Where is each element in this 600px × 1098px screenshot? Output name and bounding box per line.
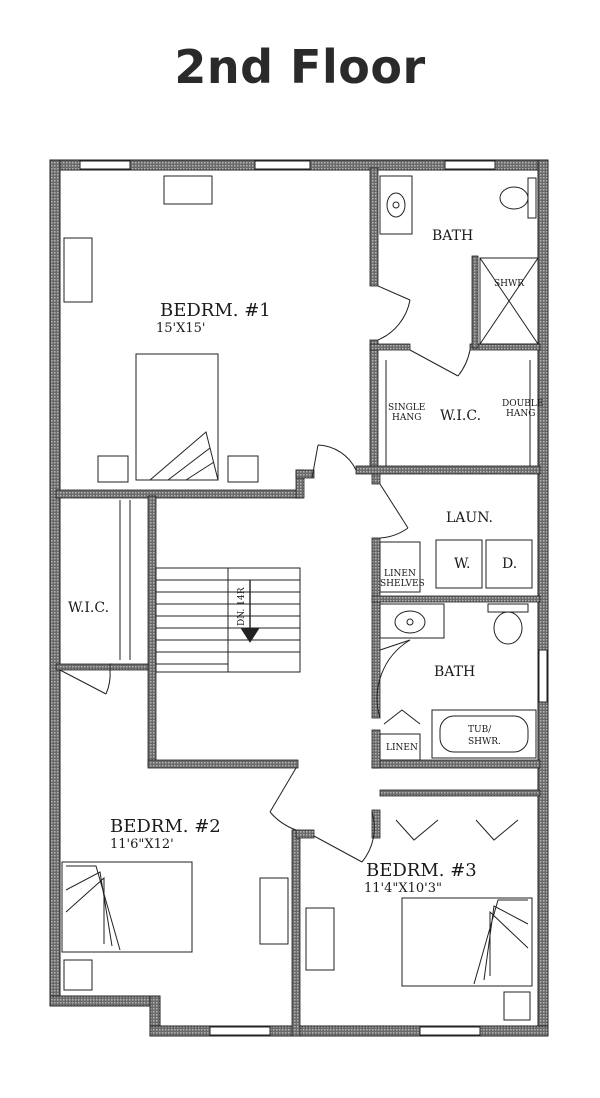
wic-master-label: W.I.C. [440,408,481,424]
washer-label: W. [454,556,470,572]
bedroom3-dims: 11'4"X10'3" [364,881,442,896]
tub-label-2: SHWR. [468,737,501,747]
stairs [155,567,301,673]
linen-shelves-label-1: LINEN [384,569,416,579]
linen-label: LINEN [386,743,418,753]
wic-left-label: W.I.C. [68,600,109,616]
linen-shelves-label-2: SHELVES [380,579,425,589]
laundry-label: LAUN. [446,510,493,526]
page-title: 2nd Floor [174,40,426,94]
bedroom2-label: BEDRM. #2 [110,816,221,837]
shower-label: SHWR [494,279,524,289]
bath-hall-label: BATH [434,664,475,680]
tub-label-1: TUB/ [468,725,492,735]
double-hang-label-1: DOUBLE [502,399,543,409]
fixtures [61,175,539,1021]
bath-master-label: BATH [432,228,473,244]
door-swings [59,285,519,863]
single-hang-label-2: HANG [392,413,421,423]
bedroom2-dims: 11'6"X12' [110,837,174,852]
double-hang-label-2: HANG [506,409,535,419]
bedroom3-label: BEDRM. #3 [366,860,477,881]
windows [79,160,548,1036]
stairs-label: DN. 14R [237,587,247,626]
bedroom1-label: BEDRM. #1 [160,300,271,321]
bedroom1-dims: 15'X15' [156,321,206,336]
interior-walls [55,167,541,1037]
dryer-label: D. [502,556,517,572]
single-hang-label-1: SINGLE [388,403,425,413]
